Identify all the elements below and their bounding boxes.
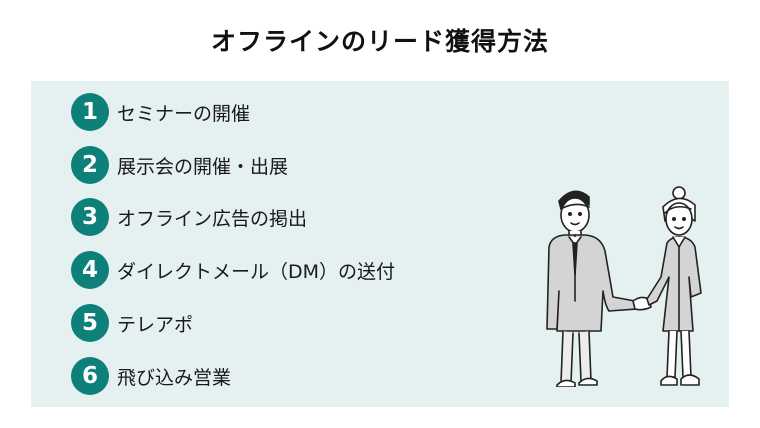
handshake-hands [632, 296, 652, 311]
number-badge: 4 [71, 251, 109, 289]
list-item-label: セミナーの開催 [117, 102, 251, 125]
content-panel: 1 セミナーの開催 2 展示会の開催・出展 3 オフライン広告の掲出 4 ダイレ… [31, 81, 729, 407]
list-item-label: オフライン広告の掲出 [117, 207, 308, 230]
list-item-label: ダイレクトメール（DM）の送付 [117, 260, 396, 283]
list-item: 3 オフライン広告の掲出 [71, 197, 307, 237]
list-item: 6 飛び込み営業 [71, 356, 231, 396]
number-badge: 6 [71, 357, 109, 395]
list-item: 5 テレアポ [71, 303, 193, 343]
handshake-illustration [546, 186, 702, 387]
list-item: 2 展示会の開催・出展 [71, 145, 288, 185]
list-item-label: 飛び込み営業 [117, 366, 232, 389]
woman-figure [646, 186, 702, 386]
page-title: オフラインのリード獲得方法 [210, 27, 549, 56]
number-badge: 3 [71, 198, 109, 236]
number-badge: 1 [71, 93, 109, 131]
list-item-label: 展示会の開催・出展 [117, 155, 289, 178]
man-figure [546, 190, 638, 387]
number-badge: 5 [71, 304, 109, 342]
list-item: 1 セミナーの開催 [71, 92, 250, 132]
list-item-label: テレアポ [117, 313, 194, 336]
number-badge: 2 [71, 146, 109, 184]
list-item: 4 ダイレクトメール（DM）の送付 [71, 250, 395, 290]
